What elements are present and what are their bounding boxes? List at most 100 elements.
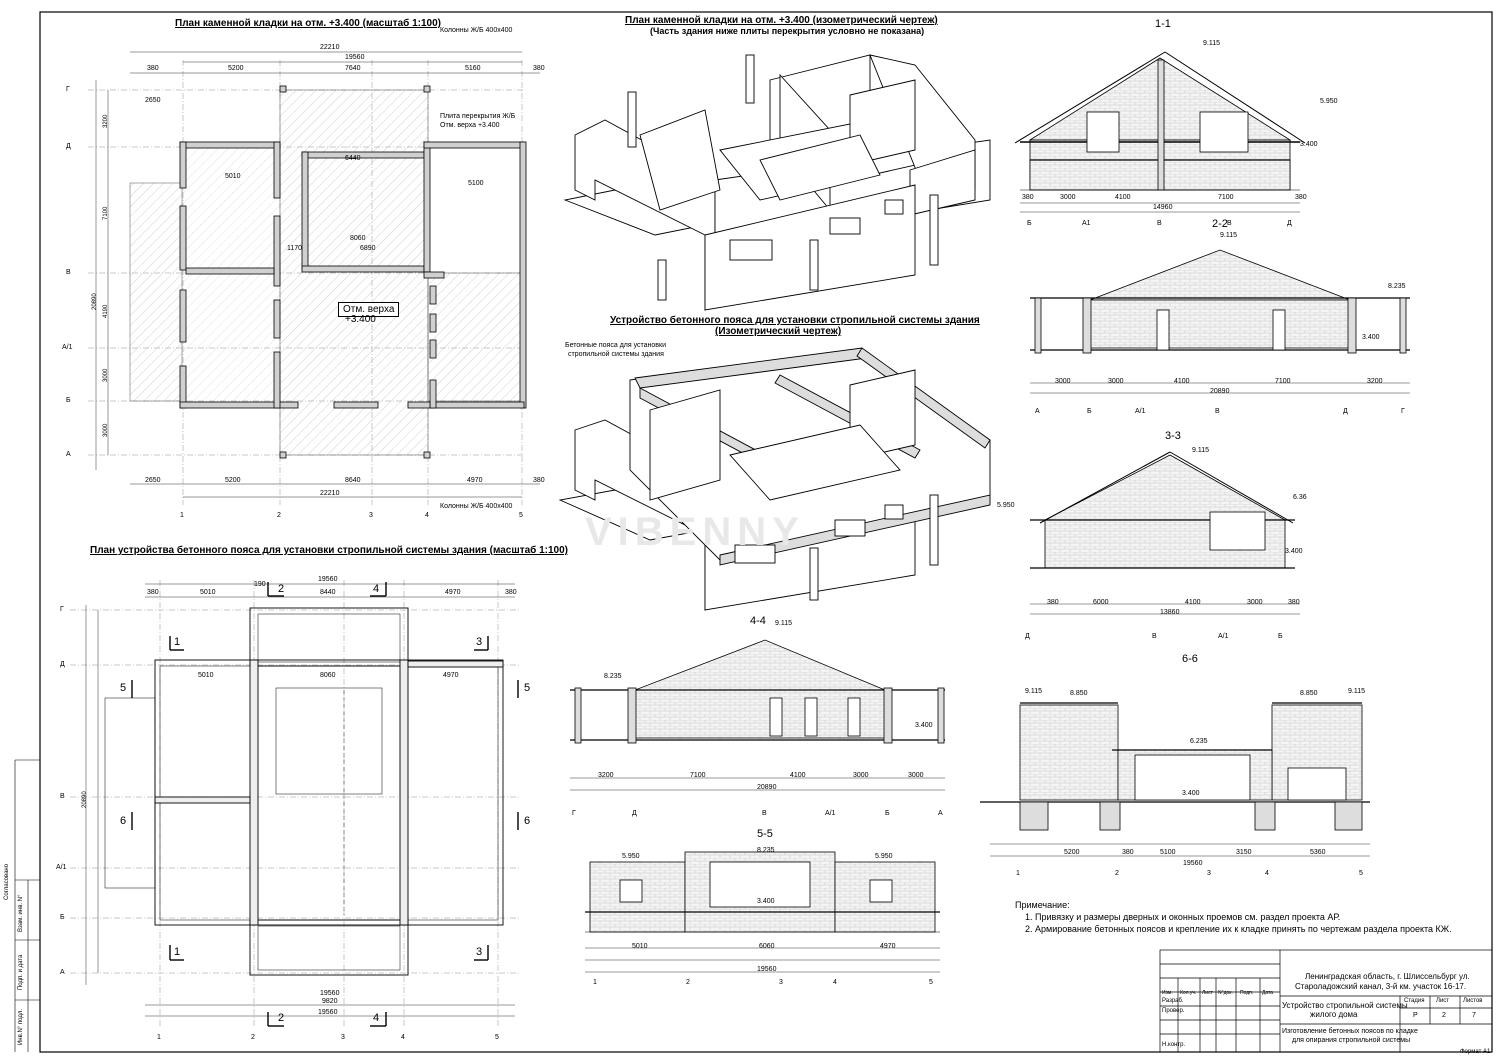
section-4-4-label: 4-4 (750, 615, 766, 627)
belt-bottom-total-2: 19560 (318, 1009, 338, 1016)
s6-axis-3: 3 (1207, 870, 1211, 877)
margin-agreed: Согласовано (4, 863, 10, 900)
dim-total-h: 20890 (92, 293, 98, 310)
stamp-sheet-h: Лист (1436, 998, 1450, 1004)
callout-belts-2: стропильной системы здания (568, 351, 664, 358)
s4-dim-1: 3200 (598, 772, 614, 779)
s5-total: 19560 (757, 966, 777, 973)
stamp-address-1: Ленинградская область, г. Шлиссельбург у… (1305, 972, 1470, 981)
stamp-sheets-h: Листов (1463, 998, 1483, 1004)
belt-dim-6: 380 (505, 589, 517, 596)
iso-masonry-title: План каменной кладки на отм. +3.400 (изо… (625, 15, 938, 26)
section-2-2-label: 2-2 (1212, 218, 1228, 230)
s3-axis-4: Б (1278, 633, 1283, 640)
belt-axis-row-a: А (60, 969, 65, 976)
watermark: VIBENNY (585, 510, 805, 554)
dim-bottom-4: 4970 (467, 477, 483, 484)
dim-bay-4: 5160 (465, 65, 481, 72)
s2-dim-2: 3000 (1108, 378, 1124, 385)
belt-dim-5: 4970 (445, 589, 461, 596)
s6-total: 19560 (1183, 860, 1203, 867)
iso-belt-title: Устройство бетонного пояса для установки… (610, 315, 980, 326)
dim-bottom-3: 8640 (345, 477, 361, 484)
belt-axis-row-a1: А/1 (56, 864, 67, 871)
s3-axis-1: Д (1025, 633, 1030, 640)
s3-dim-3: 4100 (1185, 599, 1201, 606)
s5-level-4: 3.400 (757, 898, 775, 905)
axis-row-a1: А/1 (62, 344, 73, 351)
s4-axis-3: В (762, 810, 767, 817)
section-3-3-label: 3-3 (1165, 430, 1181, 442)
s4-total: 20890 (757, 784, 777, 791)
s2-dim-1: 3000 (1055, 378, 1071, 385)
cut-mark-6: 6 (120, 815, 127, 827)
belt-inner-3: 4970 (443, 672, 459, 679)
s6-level-2: 8.850 (1070, 690, 1088, 697)
cut-mark-5: 5 (120, 682, 127, 694)
stamp-sheet: 2 (1442, 1012, 1446, 1019)
s4-level-2: 3.400 (915, 722, 933, 729)
s1-axis-2: А1 (1082, 220, 1091, 227)
margin-sign-date: Подп. и дата (18, 954, 24, 990)
s3-dim-1: 380 (1047, 599, 1059, 606)
dim-room-2: 6440 (345, 155, 361, 162)
s3-level-1: 5.950 (997, 502, 1015, 509)
s6-level-4: 9.115 (1348, 688, 1365, 695)
belt-axis-col-3: 3 (341, 1034, 345, 1041)
s2-dim-5: 3200 (1367, 378, 1383, 385)
iso-belt-subtitle: (Изометрический чертеж) (715, 326, 842, 337)
stamp-address-2: Староладожский канал, 3-й км. участок 16… (1295, 982, 1467, 991)
dim-row-1: 3200 (103, 114, 109, 128)
s6-dim-1: 5200 (1064, 849, 1080, 856)
s4-dim-3: 4100 (790, 772, 806, 779)
belt-dim-total-h: 20890 (82, 791, 88, 808)
s2-axis-2: Б (1087, 408, 1092, 415)
s1-dim-3: 4100 (1115, 194, 1131, 201)
s1-level-1: 5.950 (1320, 98, 1338, 105)
s4-axis-1: Г (572, 810, 576, 817)
s3-dim-4: 3000 (1247, 599, 1263, 606)
stamp-col-4: N°док. (1218, 990, 1233, 996)
note-2: 2. Армирование бетонных поясов и креплен… (1025, 924, 1452, 934)
s2-level-2: 3.400 (1362, 334, 1380, 341)
axis-col-5: 5 (519, 512, 523, 519)
callout-slab: Плита перекрытия Ж/Б (440, 113, 516, 120)
stamp-col-1: Изм. (1162, 990, 1173, 996)
s6-dim-4: 3150 (1236, 849, 1252, 856)
stamp-format: Формат А1 (1460, 1049, 1491, 1055)
s2-level-1: 8.235 (1388, 283, 1406, 290)
s6-axis-2: 2 (1115, 870, 1119, 877)
s1-dim-4: 7100 (1218, 194, 1234, 201)
s6-level-5: 6.235 (1190, 738, 1208, 745)
s6-dim-3: 5100 (1160, 849, 1176, 856)
s3-level-2: 6.36 (1293, 494, 1307, 501)
axis-row-a: А (66, 451, 71, 458)
s6-dim-2: 380 (1122, 849, 1134, 856)
stamp-title-2: жилого дома (1310, 1010, 1358, 1019)
dim-inner: 19560 (345, 54, 365, 61)
belt-bottom-total: 19560 (320, 990, 340, 997)
cut-mark-5b: 5 (524, 682, 531, 694)
s6-level-3: 8.850 (1300, 690, 1318, 697)
s5-axis-3: 3 (779, 979, 783, 986)
s3-total: 13860 (1160, 609, 1180, 616)
belt-axis-col-5: 5 (495, 1034, 499, 1041)
belt-inner-2: 8060 (320, 672, 336, 679)
axis-row-b: Б (66, 397, 71, 404)
plan-level-value: +3.400 (345, 314, 376, 325)
s4-axis-4: А/1 (825, 810, 836, 817)
s3-axis-2: В (1152, 633, 1157, 640)
s4-dim-5: 3000 (908, 772, 924, 779)
s5-axis-5: 5 (929, 979, 933, 986)
dim-bottom-1: 2650 (145, 477, 161, 484)
dim-bay-3: 7640 (345, 65, 361, 72)
s6-level-1: 9.115 (1025, 688, 1042, 695)
s1-axis-3: В (1157, 220, 1162, 227)
s5-dim-1: 5010 (632, 943, 648, 950)
axis-row-g: Г (66, 86, 70, 93)
belt-axis-row-d: Д (60, 661, 65, 668)
s3-dim-5: 380 (1288, 599, 1300, 606)
belt-dim-4: 8440 (320, 589, 336, 596)
dim-bottom-total: 22210 (320, 490, 340, 497)
